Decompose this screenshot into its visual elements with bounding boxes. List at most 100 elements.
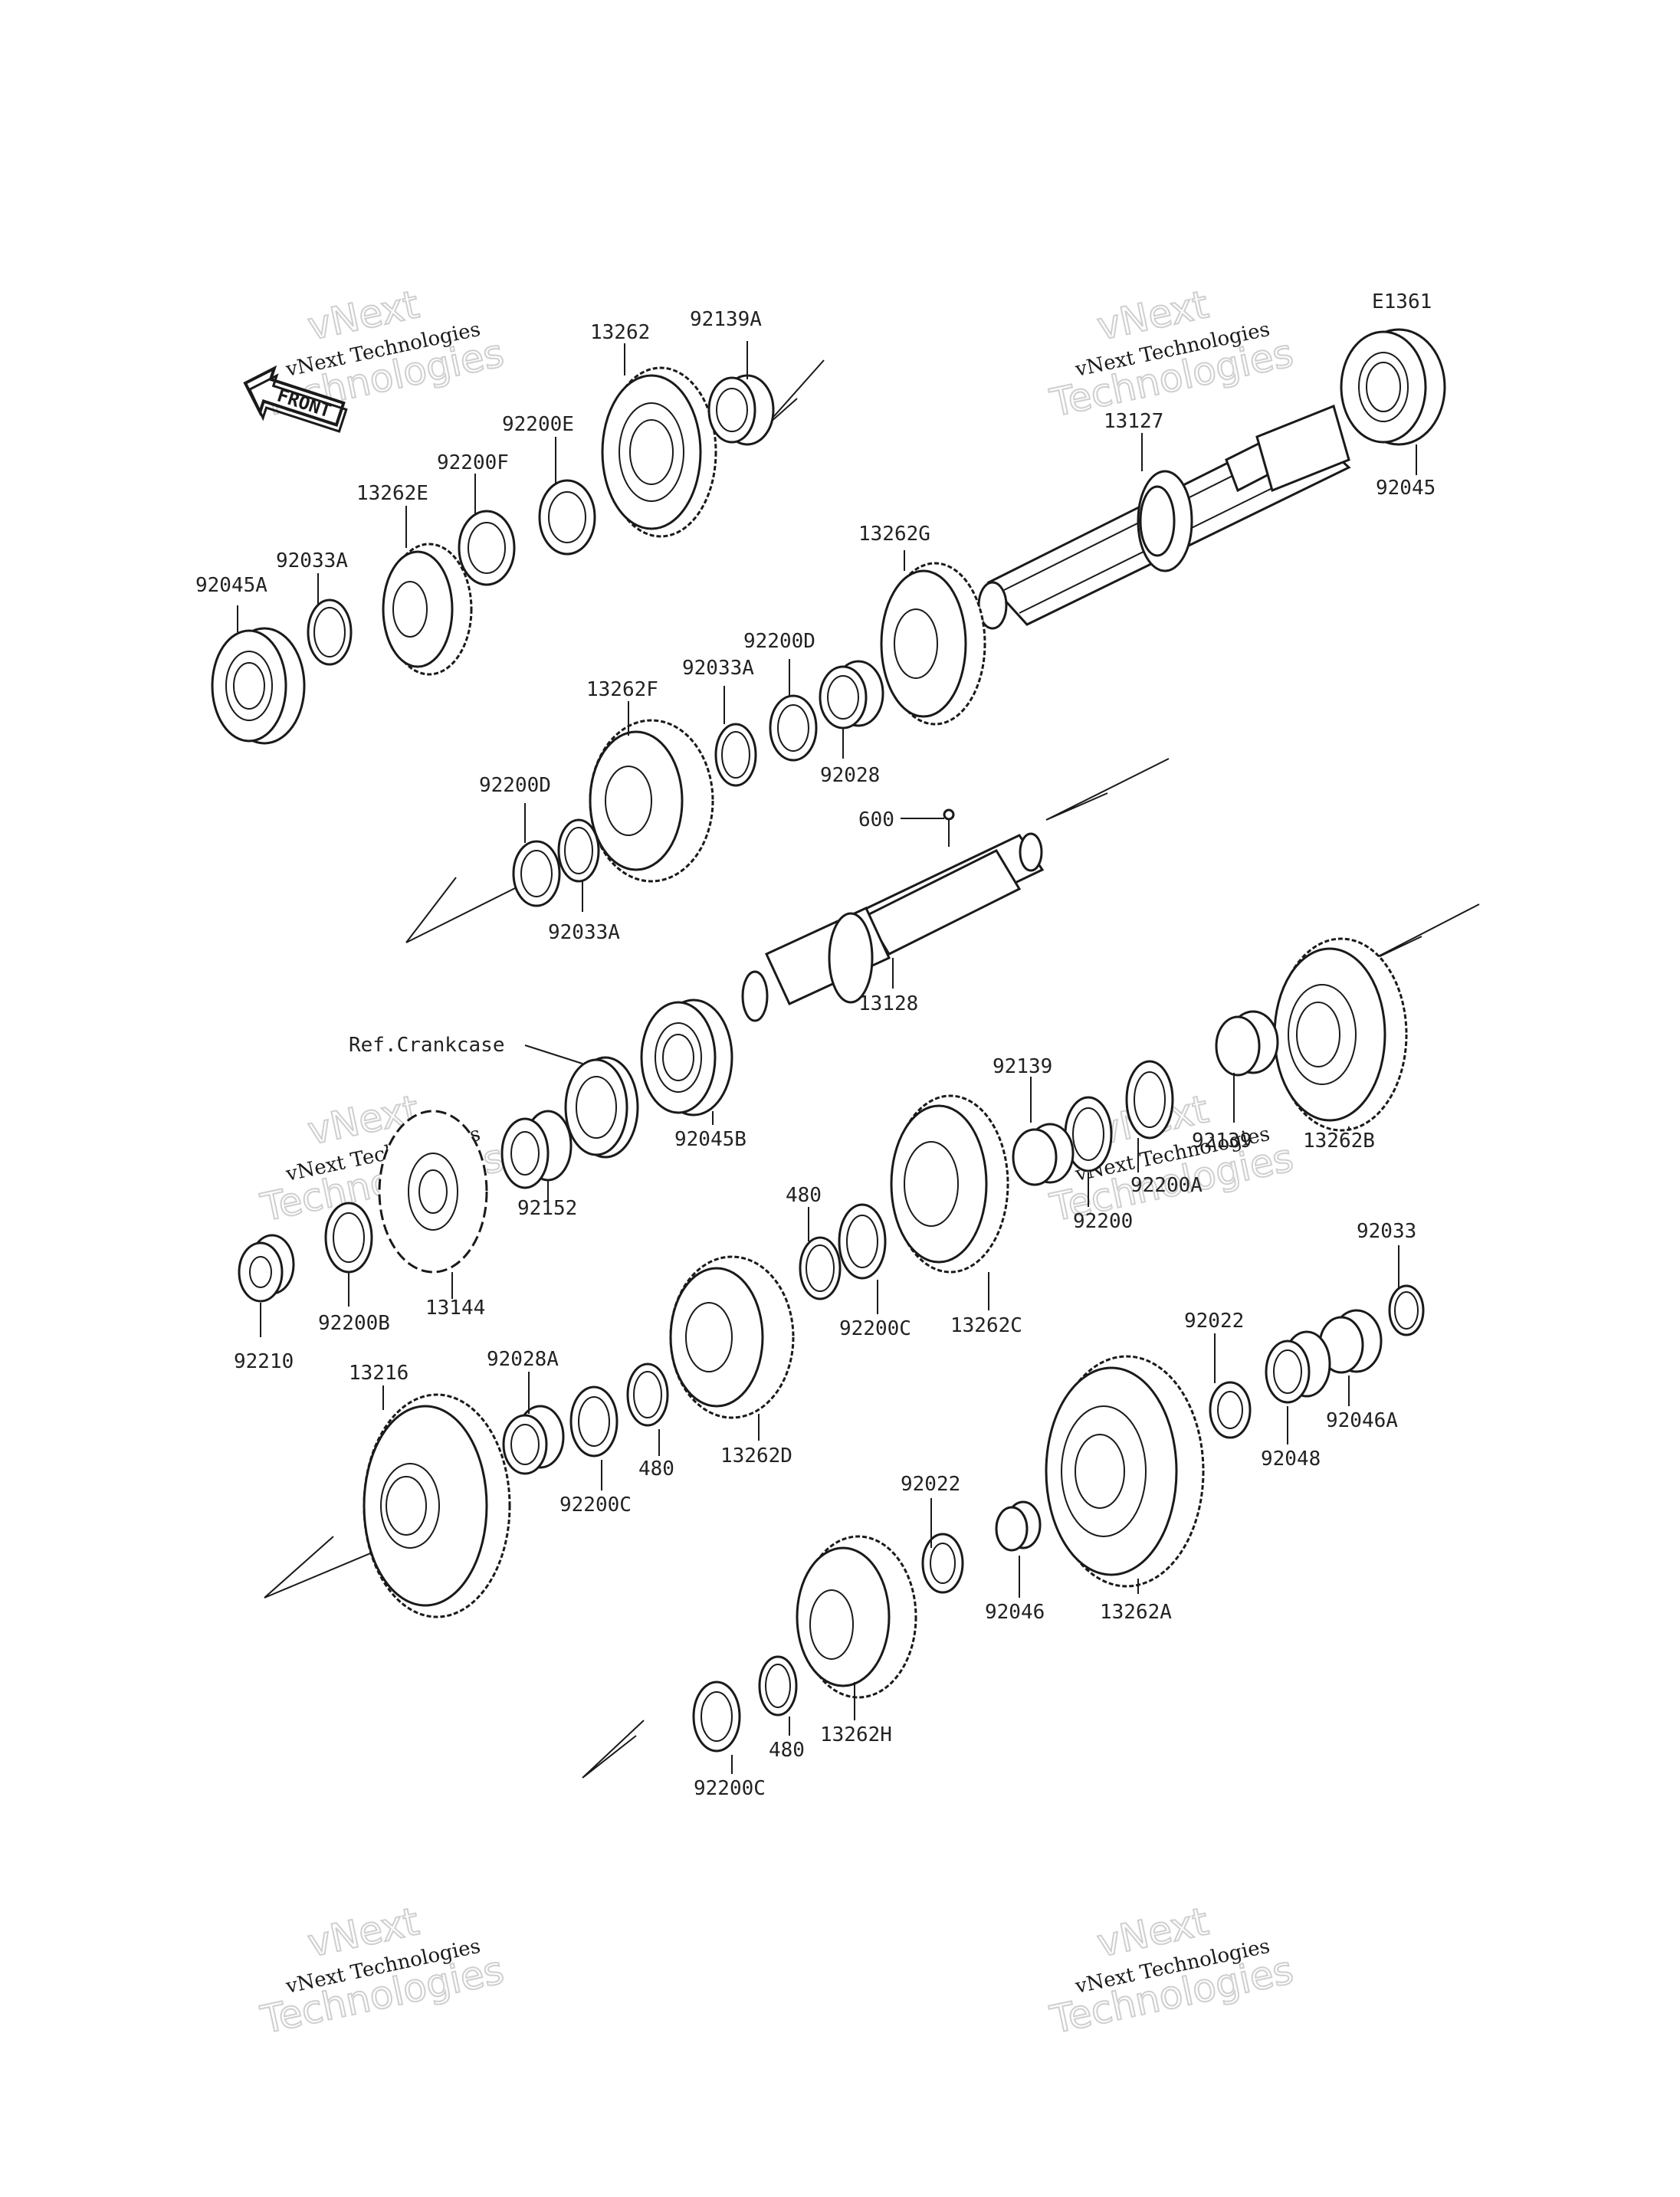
circlip-92033A-2	[714, 723, 757, 787]
label-92200B: 92200B	[318, 1312, 390, 1335]
label-600: 600	[858, 808, 894, 831]
label-92022: 92022	[1184, 1310, 1244, 1333]
label-13262H: 13262H	[820, 1723, 892, 1746]
nut-92210	[238, 1234, 295, 1303]
circlip-480	[799, 1236, 842, 1300]
label-13262G: 13262G	[858, 523, 930, 546]
label-92139A: 92139A	[690, 308, 762, 331]
label-13262F: 13262F	[586, 678, 658, 701]
label-13262A: 13262A	[1100, 1601, 1172, 1624]
label-92200D: 92200D	[743, 630, 815, 653]
label-92033A-3: 92033A	[548, 921, 620, 944]
needle-bearing-92046	[995, 1500, 1042, 1552]
circlip-480-2	[626, 1362, 669, 1427]
label-480-2: 480	[638, 1458, 674, 1481]
label-92210: 92210	[234, 1350, 294, 1373]
sprocket-13144	[378, 1110, 488, 1274]
label-92200C: 92200C	[839, 1317, 911, 1340]
label-13262E: 13262E	[356, 482, 428, 505]
label-480: 480	[786, 1184, 822, 1207]
label-13262B: 13262B	[1303, 1130, 1375, 1153]
collar-92152	[500, 1110, 573, 1189]
label-92022-2: 92022	[901, 1473, 960, 1496]
gear-13216	[363, 1393, 511, 1618]
bearing-92045A	[211, 627, 306, 745]
gear-13262H	[796, 1535, 917, 1699]
label-13216: 13216	[349, 1362, 409, 1385]
circlip-480-3	[758, 1655, 798, 1717]
label-92045A: 92045A	[195, 574, 267, 597]
label-92200C-3: 92200C	[694, 1777, 766, 1800]
washer-92200B	[324, 1202, 373, 1274]
washer-92022	[1209, 1381, 1252, 1439]
label-92045B: 92045B	[674, 1128, 746, 1151]
circlip-92033A-3	[557, 818, 600, 883]
bearing-92045	[1340, 328, 1446, 446]
washer-92200D	[769, 694, 818, 762]
bush-92028A	[502, 1405, 565, 1475]
label-92200F: 92200F	[437, 451, 509, 474]
gear-13262D	[669, 1255, 795, 1419]
label-13128: 13128	[858, 992, 918, 1015]
label-92046A: 92046A	[1326, 1409, 1398, 1432]
watermark: vNext vNext Technologies Technologies	[1045, 1898, 1298, 2043]
label-13262D: 13262D	[720, 1444, 792, 1467]
washer-92200F	[458, 510, 516, 586]
washer-92200	[1064, 1096, 1113, 1172]
gear-13262A	[1045, 1355, 1205, 1588]
label-92200C-2: 92200C	[559, 1494, 632, 1517]
label-92139-2: 92139	[1192, 1130, 1252, 1153]
label-13262C: 13262C	[950, 1314, 1022, 1337]
circlip-92033	[1388, 1284, 1425, 1336]
washer-92200D-2	[512, 840, 561, 907]
part-labels: 13262 92139A 92200E 92200F 13262E 92033A…	[195, 308, 1436, 1800]
gear-13262G	[880, 562, 986, 726]
label-92048: 92048	[1261, 1448, 1321, 1471]
gear-13262C	[890, 1094, 1009, 1274]
bush-92048	[1265, 1330, 1331, 1404]
label-13127: 13127	[1104, 410, 1163, 433]
label-92033A: 92033A	[276, 549, 348, 572]
washer-92200E	[538, 479, 596, 556]
label-92139: 92139	[993, 1055, 1052, 1078]
label-92200D-2: 92200D	[479, 774, 551, 797]
label-92033A-2: 92033A	[682, 657, 754, 680]
washer-92022-2	[921, 1533, 964, 1594]
watermark: vNext vNext Technologies Technologies	[1045, 281, 1298, 426]
washer-92200C	[838, 1203, 887, 1280]
washer-92200C-2	[569, 1385, 619, 1458]
label-92046: 92046	[985, 1601, 1045, 1624]
label-13144: 13144	[425, 1297, 485, 1320]
gear-13262E	[382, 543, 473, 676]
needle-bearing-92139-2	[1012, 1123, 1075, 1186]
needle-bearing-92139	[1215, 1010, 1279, 1077]
circlip-92033A	[307, 598, 353, 666]
needle-bearing-92139A	[707, 374, 775, 446]
gear-13262B	[1273, 937, 1408, 1132]
bearing-92045B	[640, 998, 733, 1117]
label-92200A: 92200A	[1130, 1174, 1203, 1197]
label-92033: 92033	[1357, 1220, 1416, 1243]
oil-seal-crankcase	[564, 1056, 639, 1159]
drive-shaft-13128	[741, 832, 1045, 1022]
label-92045: 92045	[1376, 477, 1436, 500]
washer-92200A	[1125, 1060, 1174, 1139]
lock-marker-600	[943, 808, 955, 821]
gear-13262F	[589, 719, 714, 883]
label-480-3: 480	[769, 1739, 805, 1762]
label-92200E: 92200E	[502, 413, 574, 436]
label-92200: 92200	[1073, 1210, 1133, 1233]
bush-92028	[819, 660, 884, 730]
diagram-code: E1361	[1372, 290, 1432, 313]
label-92028A: 92028A	[487, 1348, 559, 1371]
label-ref-crankcase: Ref.Crankcase	[349, 1034, 505, 1057]
watermark: vNext vNext Technologies Technologies	[256, 1898, 508, 2043]
label-92028: 92028	[820, 764, 880, 787]
label-13262: 13262	[590, 321, 650, 344]
output-shaft-13127	[977, 404, 1351, 630]
label-92152: 92152	[517, 1197, 577, 1220]
leader-lines	[237, 341, 1417, 1774]
gear-13262	[601, 366, 717, 538]
washer-92200C-3	[692, 1681, 741, 1753]
